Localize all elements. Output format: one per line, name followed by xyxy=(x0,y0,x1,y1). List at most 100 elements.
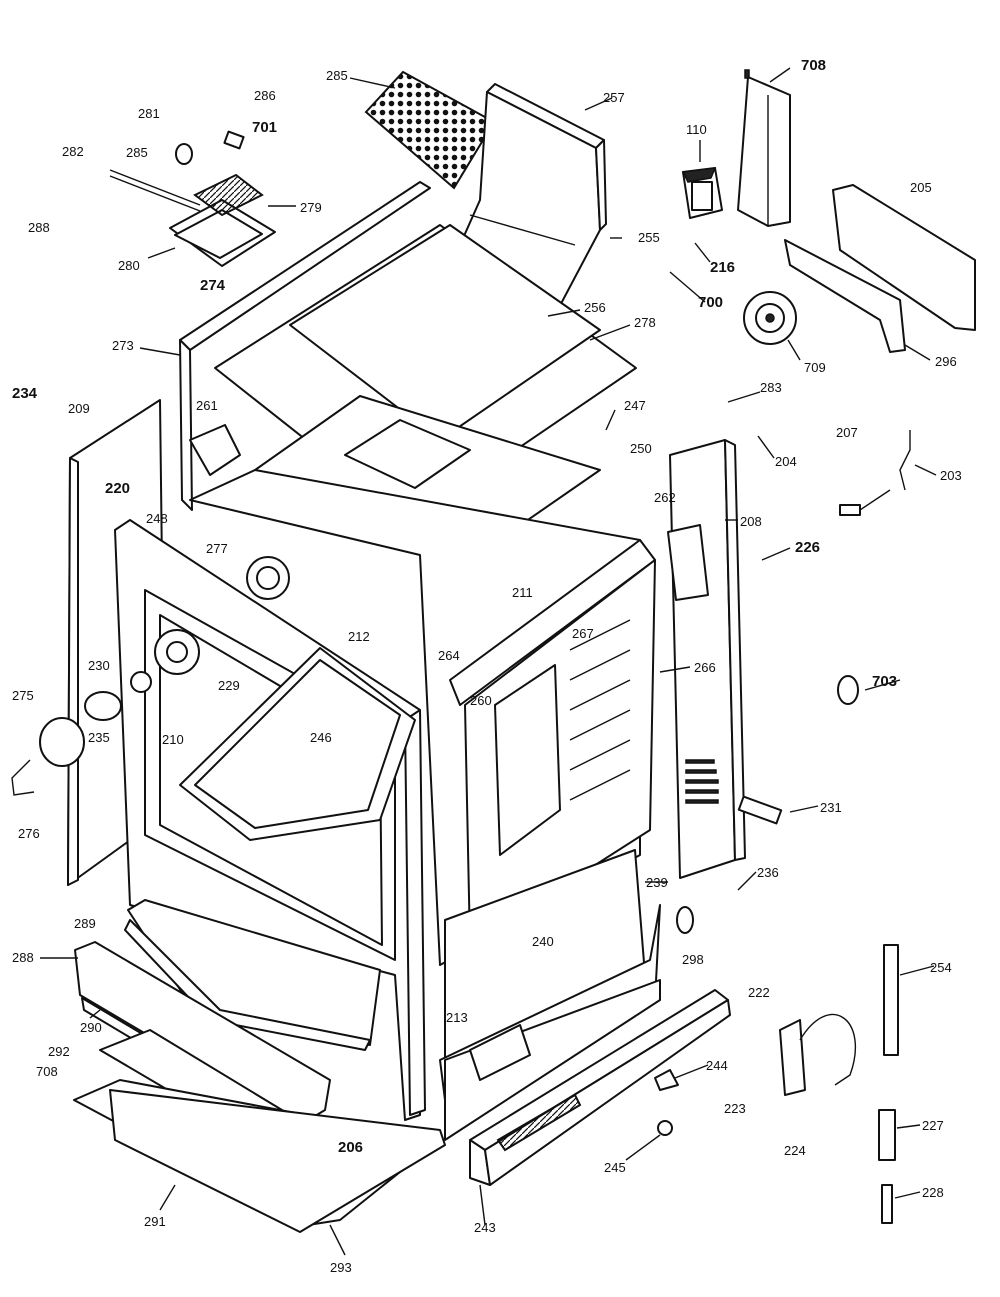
callout-209: 209 xyxy=(68,401,90,416)
callout-290: 290 xyxy=(80,1020,102,1035)
foot-part xyxy=(654,1069,679,1091)
oven-body-part xyxy=(189,469,656,966)
igniter-rod xyxy=(859,489,891,511)
callout-222: 222 xyxy=(748,985,770,1000)
callout-278: 278 xyxy=(634,315,656,330)
callout-243: 243 xyxy=(474,1220,496,1235)
callout-291: 291 xyxy=(144,1214,166,1229)
callout-246: 246 xyxy=(310,730,332,745)
callout-110: 110 xyxy=(686,122,707,137)
callout-244: 244 xyxy=(706,1058,728,1073)
callout-208: 208 xyxy=(740,514,762,529)
callout-267: 267 xyxy=(572,626,594,641)
callout-211: 211 xyxy=(512,585,533,600)
terminal-block-part xyxy=(737,795,783,825)
callout-224: 224 xyxy=(784,1143,806,1158)
callout-276: 276 xyxy=(18,826,40,841)
clip-part xyxy=(837,675,859,705)
callout-700: 700 xyxy=(698,294,723,311)
callout-277: 277 xyxy=(206,541,228,556)
lamp-bulb-part xyxy=(84,691,122,721)
callout-226: 226 xyxy=(795,539,820,556)
callout-254: 254 xyxy=(930,960,952,975)
filter-screen-part xyxy=(364,70,496,190)
callout-257: 257 xyxy=(603,90,625,105)
callout-262: 262 xyxy=(654,490,676,505)
callout-282: 282 xyxy=(62,144,84,159)
callout-286: 286 xyxy=(254,88,276,103)
callout-283: 283 xyxy=(760,380,782,395)
callout-220: 220 xyxy=(105,480,130,497)
valve-assembly-part xyxy=(109,130,276,267)
callout-234: 234 xyxy=(12,385,38,402)
light-socket-inner xyxy=(256,566,280,590)
callout-281: 281 xyxy=(138,106,160,121)
callout-708: 708 xyxy=(801,57,826,74)
callout-293: 293 xyxy=(330,1260,352,1275)
burner-ring-inner xyxy=(166,641,188,663)
right-side-strip-part xyxy=(724,439,746,861)
leader-lines xyxy=(40,67,937,1256)
callout-296: 296 xyxy=(935,354,957,369)
callout-280: 280 xyxy=(118,258,140,273)
vent-slots xyxy=(685,759,719,804)
callout-203: 203 xyxy=(940,468,962,483)
callout-289: 289 xyxy=(74,916,96,931)
callout-264: 264 xyxy=(438,648,460,663)
spring-part xyxy=(878,1109,896,1161)
fan-part xyxy=(743,291,797,345)
callout-260: 260 xyxy=(470,693,492,708)
callout-250: 250 xyxy=(630,441,652,456)
callout-256: 256 xyxy=(584,300,606,315)
callout-248: 248 xyxy=(146,511,168,526)
callout-701: 701 xyxy=(252,119,277,136)
callout-228: 228 xyxy=(922,1185,944,1200)
callout-266: 266 xyxy=(694,660,716,675)
hinge-part xyxy=(676,906,694,934)
hinge-spring-part xyxy=(799,1013,856,1086)
lens-cover-part xyxy=(39,717,85,767)
callout-709: 709 xyxy=(804,360,826,375)
callout-205: 205 xyxy=(910,180,932,195)
callout-236: 236 xyxy=(757,865,779,880)
base-pan-part xyxy=(109,1089,446,1233)
callout-285: 285 xyxy=(126,145,148,160)
power-cord-part xyxy=(899,430,911,491)
callout-285: 285 xyxy=(326,68,348,83)
callout-292: 292 xyxy=(48,1044,70,1059)
callout-239: 239 xyxy=(646,875,668,890)
side-bracket-part xyxy=(667,524,709,601)
spring-rod-part xyxy=(881,1184,893,1224)
callout-275: 275 xyxy=(12,688,34,703)
callout-261: 261 xyxy=(196,398,218,413)
door-hinge-part xyxy=(779,1019,806,1096)
callout-708: 708 xyxy=(36,1064,58,1079)
callout-273: 273 xyxy=(112,338,134,353)
parts-layer xyxy=(11,69,976,1233)
callout-229: 229 xyxy=(218,678,240,693)
callout-223: 223 xyxy=(724,1101,746,1116)
switch-block-part xyxy=(681,167,723,219)
lamp-clip-part xyxy=(11,759,35,796)
storage-drawer-part xyxy=(439,849,661,1141)
knob-part xyxy=(130,671,152,693)
left-side-strip-part xyxy=(67,457,79,886)
element-bracket-part xyxy=(883,944,899,1056)
callout-204: 204 xyxy=(775,454,797,469)
right-side-panel-part xyxy=(669,439,736,879)
callout-279: 279 xyxy=(300,200,322,215)
igniter-part xyxy=(839,504,861,516)
callout-255: 255 xyxy=(638,230,660,245)
callout-703: 703 xyxy=(872,673,897,690)
callout-230: 230 xyxy=(88,658,110,673)
oven-liner-part xyxy=(179,647,416,841)
callout-216: 216 xyxy=(710,259,735,276)
callout-231: 231 xyxy=(820,800,842,815)
callout-247: 247 xyxy=(624,398,646,413)
callout-288: 288 xyxy=(12,950,34,965)
callout-288: 288 xyxy=(28,220,50,235)
callout-227: 227 xyxy=(922,1118,944,1133)
callout-235: 235 xyxy=(88,730,110,745)
